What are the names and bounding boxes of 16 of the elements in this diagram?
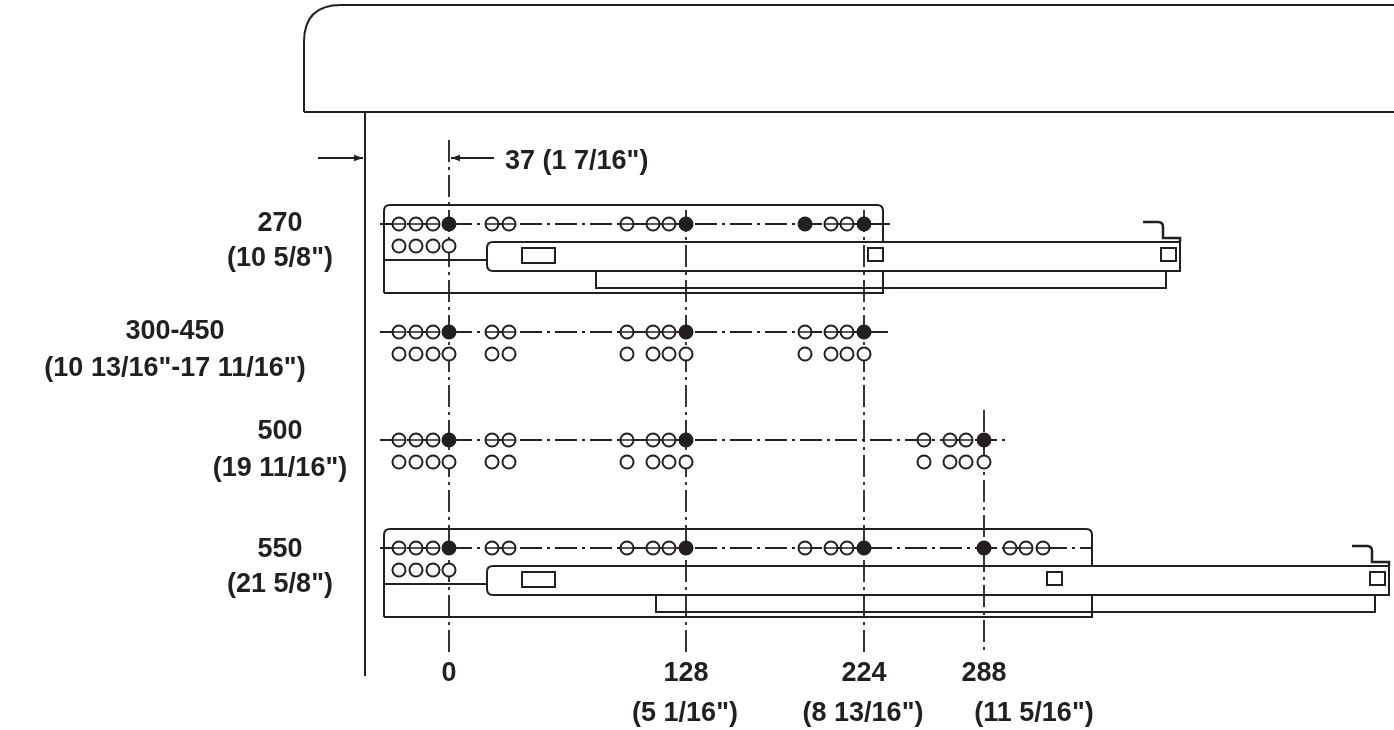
length-label: (21 5/8") [227, 567, 333, 599]
position-label: (8 13/16") [802, 696, 924, 728]
length-label: 550 [257, 532, 303, 564]
length-label: (10 13/16"-17 11/16") [44, 351, 306, 383]
length-label: (19 11/16") [212, 451, 348, 483]
position-label: 288 [961, 656, 1007, 688]
position-label: 0 [441, 656, 457, 688]
position-label: (5 1/16") [632, 696, 738, 728]
length-label: (10 5/8") [227, 241, 333, 273]
position-label: 224 [841, 656, 887, 688]
length-label: 500 [257, 414, 303, 446]
length-label: 300-450 [125, 314, 225, 346]
dimension-label: 37 (1 7/16") [505, 144, 649, 176]
length-label: 270 [257, 206, 303, 238]
position-label: 128 [663, 656, 709, 688]
position-label: (11 5/16") [974, 696, 1094, 728]
